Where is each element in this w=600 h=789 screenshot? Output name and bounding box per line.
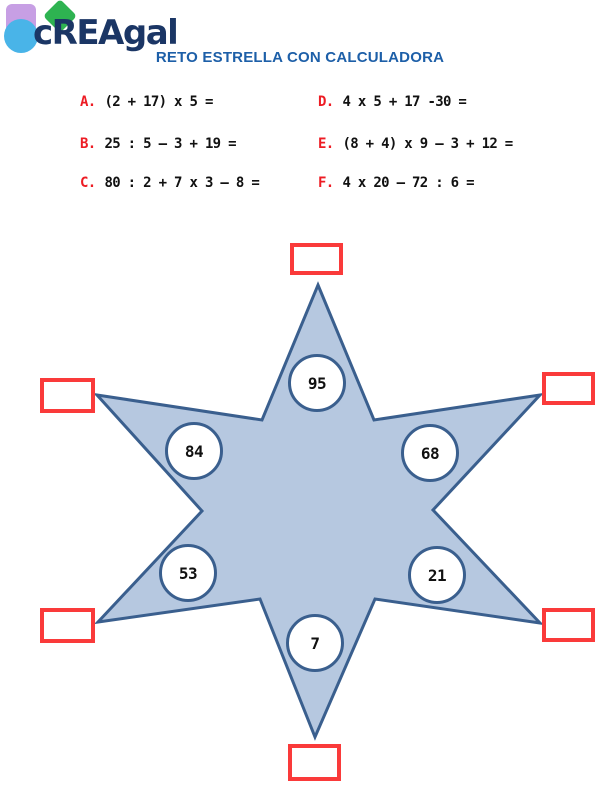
problem-row-b: B. 25 : 5 – 3 + 19 =	[80, 136, 237, 152]
problem-label: E.	[318, 136, 334, 152]
logo: cREAgal	[0, 0, 220, 60]
star-circle-bottom: 7	[286, 614, 344, 672]
logo-text: cREAgal	[33, 13, 179, 53]
problem-expression: 4 x 5 + 17 -30 =	[342, 94, 467, 110]
problem-row-d: D. 4 x 5 + 17 -30 =	[318, 94, 467, 110]
problem-expression: 80 : 2 + 7 x 3 – 8 =	[104, 175, 260, 191]
answer-box-upper-right	[542, 372, 595, 405]
star-circle-upper-left: 84	[165, 422, 223, 480]
problem-label: B.	[80, 136, 96, 152]
answer-box-lower-left	[40, 608, 95, 643]
answer-box-lower-right	[542, 608, 595, 642]
problem-expression: (8 + 4) x 9 – 3 + 12 =	[342, 136, 513, 152]
logo-blue-circle-icon	[4, 19, 38, 53]
problem-row-f: F. 4 x 20 – 72 : 6 =	[318, 175, 475, 191]
star-circle-lower-right: 21	[408, 546, 466, 604]
star-circle-top: 95	[288, 354, 346, 412]
problem-row-c: C. 80 : 2 + 7 x 3 – 8 =	[80, 175, 260, 191]
problem-expression: 4 x 20 – 72 : 6 =	[342, 175, 474, 191]
circle-value: 7	[310, 633, 320, 653]
problem-expression: (2 + 17) x 5 =	[104, 94, 213, 110]
problem-label: A.	[80, 94, 96, 110]
circle-value: 53	[178, 563, 198, 583]
page-title: RETO ESTRELLA CON CALCULADORA	[155, 49, 445, 66]
star-circle-upper-right: 68	[401, 424, 459, 482]
problem-label: C.	[80, 175, 96, 191]
problem-label: F.	[318, 175, 334, 191]
circle-value: 84	[184, 441, 204, 461]
problem-expression: 25 : 5 – 3 + 19 =	[104, 136, 236, 152]
answer-box-bottom	[288, 744, 341, 781]
answer-box-top	[290, 243, 343, 275]
circle-value: 95	[307, 373, 327, 393]
circle-value: 21	[427, 565, 447, 585]
circle-value: 68	[420, 443, 440, 463]
answer-box-upper-left	[40, 378, 95, 413]
problem-row-e: E. (8 + 4) x 9 – 3 + 12 =	[318, 136, 513, 152]
problem-label: D.	[318, 94, 334, 110]
problem-row-a: A. (2 + 17) x 5 =	[80, 94, 213, 110]
star-circle-lower-left: 53	[159, 544, 217, 602]
